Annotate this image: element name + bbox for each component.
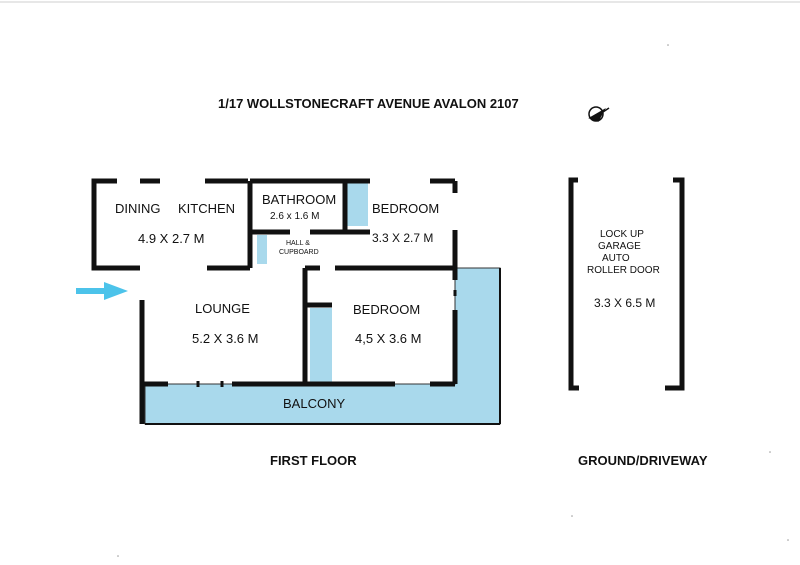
walls (91, 178, 458, 424)
page-title: 1/17 WOLLSTONECRAFT AVENUE AVALON 2107 (218, 96, 519, 111)
compass-north-icon (588, 106, 610, 122)
bedroom2-label: BEDROOM (353, 302, 421, 317)
kitchen-dims: 4.9 X 2.7 M (138, 231, 205, 246)
bedroom1-label: BEDROOM (372, 201, 440, 216)
balcony-label: BALCONY (283, 396, 346, 411)
entry-arrow-icon (76, 282, 128, 300)
kitchen-label: KITCHEN (178, 201, 236, 216)
ground-caption: GROUND/DRIVEWAY (578, 453, 708, 468)
dining-label: DINING (115, 201, 161, 216)
hall-label: HALL & (286, 240, 310, 247)
bathroom-label: BATHROOM (262, 192, 337, 207)
bathroom-dims: 2.6 x 1.6 M (270, 211, 320, 222)
garage-line4: ROLLER DOOR (587, 265, 660, 276)
bedroom-robe-strip (345, 183, 368, 226)
garage-line3: AUTO (602, 253, 630, 264)
scan-specks (117, 44, 789, 557)
garage-dims: 3.3 X 6.5 M (594, 296, 656, 310)
first-floor-caption: FIRST FLOOR (270, 453, 357, 468)
door-ticks (196, 290, 457, 387)
garage-walls (568, 177, 685, 391)
garage-line1: LOCK UP (600, 229, 644, 240)
bedroom2-robe-strip (310, 308, 332, 383)
bedroom1-dims: 3.3 X 2.7 M (372, 231, 434, 245)
hall-cupboard-strip (257, 235, 267, 264)
lounge-dims: 5.2 X 3.6 M (192, 331, 259, 346)
garage-line2: GARAGE (598, 241, 641, 252)
cupboard-label: CUPBOARD (279, 249, 319, 256)
bedroom2-dims: 4,5 X 3.6 M (355, 331, 422, 346)
lounge-label: LOUNGE (195, 301, 250, 316)
